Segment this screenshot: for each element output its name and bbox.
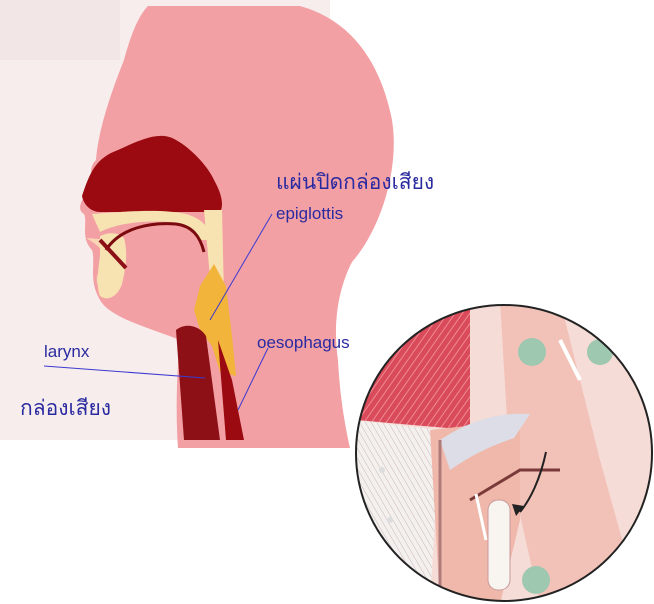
epiglottis-thai-label: แผ่นปิดกล่องเสียง	[276, 172, 434, 193]
larynx-label: larynx	[44, 343, 89, 360]
larynx-thai-label: กล่องเสียง	[20, 398, 111, 419]
epiglottis-label: epiglottis	[276, 205, 343, 222]
oesophagus-label: oesophagus	[257, 334, 350, 351]
